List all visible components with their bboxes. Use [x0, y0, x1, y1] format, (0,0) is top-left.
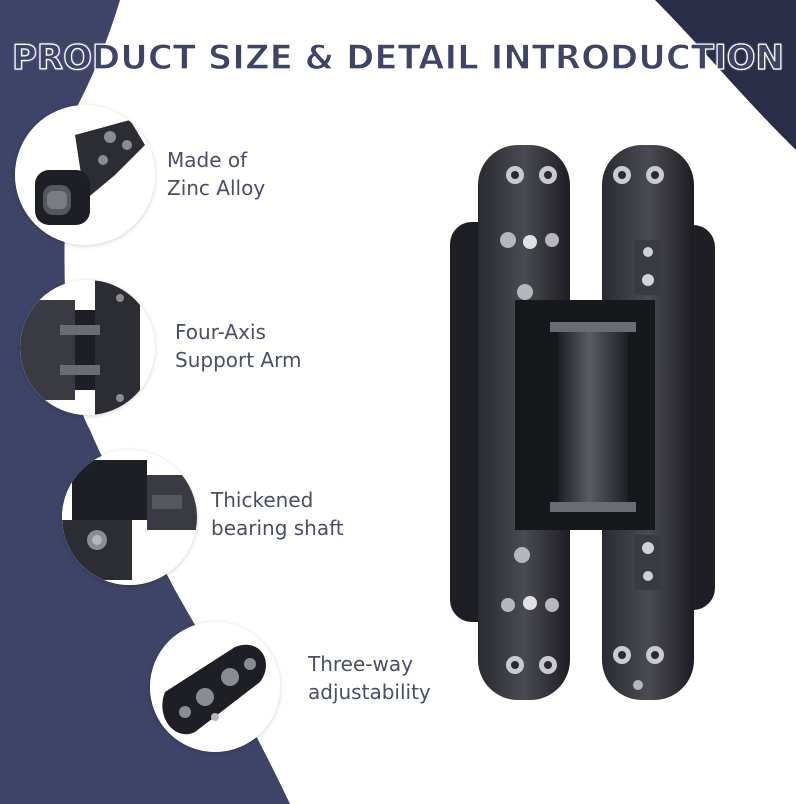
feature-1-line-1: Made of	[167, 148, 248, 172]
feature-3-line-1: Thickened	[211, 488, 314, 512]
feature-label-1: Made of Zinc Alloy	[167, 146, 265, 202]
support-arm-closeup-icon	[20, 280, 155, 415]
feature-label-3: Thickened bearing shaft	[211, 486, 344, 542]
navy-wave-shape	[0, 0, 290, 804]
feature-label-4: Three-way adjustability	[308, 650, 431, 706]
zinc-alloy-hinge-closeup-icon	[15, 105, 155, 245]
feature-1-line-2: Zinc Alloy	[167, 176, 266, 200]
feature-4-line-2: adjustability	[308, 680, 431, 704]
feature-2-line-2: Support Arm	[175, 348, 302, 372]
feature-3-line-2: bearing shaft	[211, 516, 344, 540]
dark-corner-shape	[655, 0, 796, 150]
bearing-shaft-closeup-icon	[62, 450, 197, 585]
concealed-hinge-icon	[450, 145, 715, 700]
feature-2-line-1: Four-Axis	[175, 320, 266, 344]
page-title: PRODUCT SIZE & DETAIL INTRODUCTION	[11, 37, 784, 78]
adjustment-plate-closeup-icon	[150, 622, 280, 752]
feature-4-line-1: Three-way	[308, 652, 413, 676]
feature-label-2: Four-Axis Support Arm	[175, 318, 301, 374]
